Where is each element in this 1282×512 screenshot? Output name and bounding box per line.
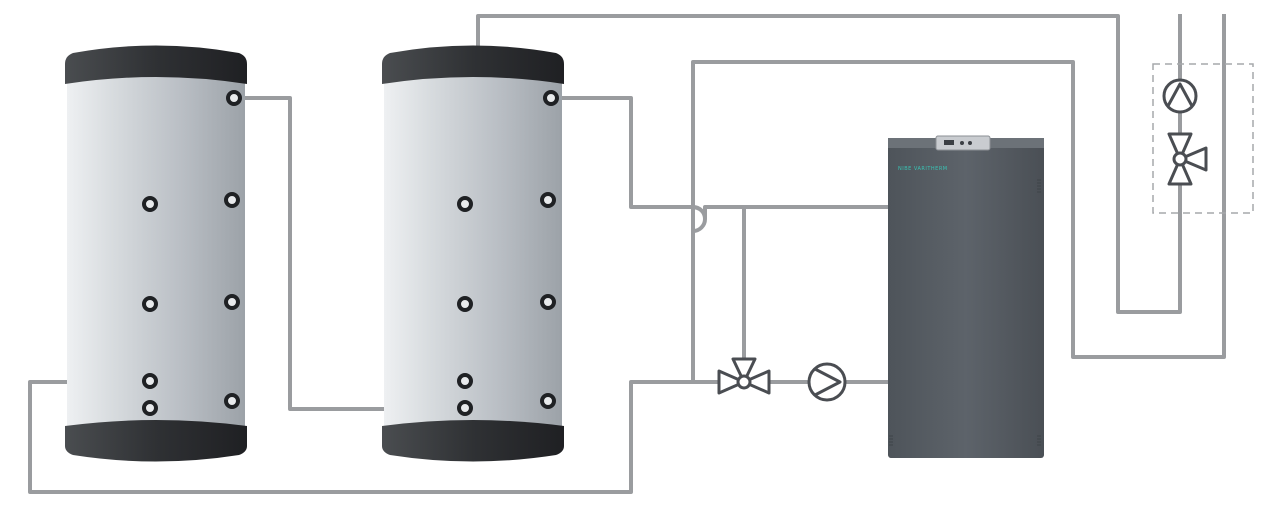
tank-2-port: [457, 296, 473, 312]
tank-2-port: [457, 373, 473, 389]
pipe-tank1-top-to-tank2-bottom: [232, 96, 464, 411]
boiler-display: [944, 140, 954, 145]
tank-1-port: [224, 192, 240, 208]
tank-2-port: [457, 400, 473, 416]
buffer-tank-2: [382, 45, 564, 462]
tank-1-port: [142, 296, 158, 312]
circuit-group-frame: [1152, 63, 1254, 214]
tank-1-bottom-cap: [65, 420, 247, 462]
circuit-mixing-valve-icon: [1167, 132, 1208, 186]
tank-1-port: [224, 294, 240, 310]
boiler-knob: [968, 141, 972, 145]
boiler-body: [888, 138, 1044, 458]
pipe-network: [28, 14, 1226, 494]
tank-2-port: [540, 393, 556, 409]
three-way-valve-icon: [717, 357, 771, 395]
tank-1-port: [142, 196, 158, 212]
tank-2-ports: [457, 90, 559, 416]
boiler-knob: [960, 141, 964, 145]
tank-1-ports: [142, 90, 242, 416]
tank-2-port: [540, 192, 556, 208]
tank-2-bottom-cap: [382, 420, 564, 462]
circuit-pump-icon: [1162, 78, 1198, 114]
boiler-brand-label: NIBE VARITHERM: [898, 166, 948, 172]
tank-1-port: [224, 393, 240, 409]
buffer-tank-1: [65, 45, 247, 462]
tank-2-top-cap: [382, 45, 564, 84]
pipe-tank2-top-to-boiler-flow: [549, 96, 890, 234]
pipe-tank1-bottom-to-mixing-valve: [28, 380, 723, 494]
tank-1-top-cap: [65, 45, 247, 84]
boiler-unit: NIBE VARITHERM: [888, 135, 1044, 458]
tank-2-port: [540, 294, 556, 310]
tank-2-body: [384, 70, 562, 440]
circulation-pump-icon: [807, 362, 847, 402]
pipe-tank2-top-to-group-return: [476, 14, 1182, 314]
boiler-vents: [889, 179, 1041, 446]
tank-2-port: [457, 196, 473, 212]
heating-circuit-group: [1152, 63, 1254, 214]
pipe-boiler-loop-to-group-flow: [691, 14, 1226, 384]
tank-2-port: [543, 90, 559, 106]
tank-1-port: [142, 373, 158, 389]
tank-1-port: [142, 400, 158, 416]
tank-1-port: [226, 90, 242, 106]
